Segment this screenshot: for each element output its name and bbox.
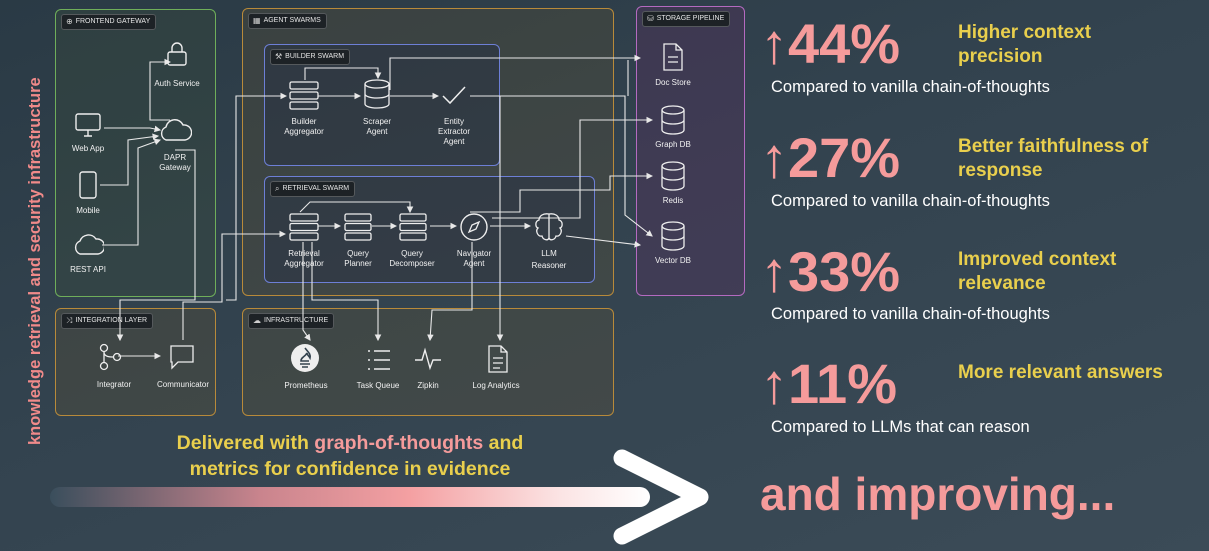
task-queue-label: Task Queue <box>356 381 400 390</box>
delivered-highlight: graph-of-thoughts <box>314 432 484 454</box>
dapr-gateway-label-1: DAPR <box>163 153 187 162</box>
mobile-label: Mobile <box>76 206 100 215</box>
graph-db-label: Graph DB <box>655 140 691 149</box>
cloud-icon: ☁ <box>253 316 261 325</box>
list-icon <box>368 350 390 370</box>
integration-layer-tag: ⤨INTEGRATION LAYER <box>61 313 154 329</box>
stack-icon <box>344 213 372 241</box>
chat-bubble-icon <box>170 345 194 370</box>
storage-pipeline-tag: ⛁STORAGE PIPELINE <box>642 11 731 27</box>
prometheus-label: Prometheus <box>284 381 328 390</box>
database-icon: ⛁ <box>647 14 654 23</box>
grid-icon: ▦ <box>253 16 261 25</box>
check-icon <box>442 86 466 105</box>
entity-extractor-label-3: Agent <box>443 137 465 146</box>
stat-headline: Improved context relevance <box>958 249 1117 294</box>
entity-extractor-label-1: Entity <box>443 117 465 126</box>
agent-swarms-tag: ▦AGENT SWARMS <box>248 13 327 29</box>
database-icon <box>661 161 685 191</box>
document-icon <box>488 345 508 373</box>
query-planner-label-2: Planner <box>344 259 372 268</box>
entity-extractor-label-2: Extractor <box>437 127 471 136</box>
web-app-label: Web App <box>71 144 105 153</box>
prometheus-icon <box>291 344 319 372</box>
rest-api-label: REST API <box>70 265 106 274</box>
stat-comparison: Compared to vanilla chain-of-thoughts <box>771 192 1050 210</box>
stat-comparison: Compared to vanilla chain-of-thoughts <box>771 305 1050 323</box>
builder-swarm-tag: ⚒BUILDER SWARM <box>270 49 351 65</box>
git-merge-icon <box>99 343 122 371</box>
query-decomposer-label-1: Query <box>401 249 423 258</box>
stack-icon <box>399 213 427 241</box>
stat-headline: More relevant answers <box>958 362 1163 383</box>
database-icon <box>364 79 390 109</box>
and-improving-text: and improving... <box>760 468 1116 520</box>
retrieval-aggregator-label-2: Aggregator <box>284 259 324 268</box>
monitor-icon <box>75 113 101 137</box>
globe-icon: ⊕ <box>66 17 73 26</box>
side-title: knowledge retrieval and security infrast… <box>26 77 44 445</box>
cloud-icon <box>74 234 104 255</box>
delivered-text-1: Delivered with <box>176 432 315 454</box>
progress-arrow <box>50 449 709 545</box>
dapr-gateway-label-2: Gateway <box>159 163 191 172</box>
stat-comparison: Compared to vanilla chain-of-thoughts <box>771 78 1050 96</box>
log-analytics-label: Log Analytics <box>472 381 520 390</box>
scraper-agent-label-1: Scraper <box>362 117 392 126</box>
integrator-label: Integrator <box>96 380 132 389</box>
cloud-icon <box>160 119 192 141</box>
stat-comparison: Compared to LLMs that can reason <box>771 418 1030 436</box>
infrastructure-tag: ☁INFRASTRUCTURE <box>248 313 335 329</box>
builder-aggregator-label-1: Builder <box>291 117 317 126</box>
stat-value: ↑44% <box>760 12 901 75</box>
brain-icon <box>535 213 563 241</box>
retrieval-aggregator-label-1: Retrieval <box>288 249 320 258</box>
navigator-agent-label-2: Agent <box>463 259 485 268</box>
auth-service-label: Auth Service <box>154 79 200 88</box>
stat-headline: Better faithfulness of response <box>958 136 1149 181</box>
query-planner-label-1: Query <box>347 249 369 258</box>
shuffle-icon: ⤨ <box>66 316 73 325</box>
retrieval-swarm-tag: ⌕RETRIEVAL SWARM <box>270 181 356 197</box>
database-icon <box>661 105 685 135</box>
vector-db-label: Vector DB <box>654 256 692 265</box>
scraper-agent-label-2: Agent <box>366 127 388 136</box>
delivered-text-2: and metrics for confidence in evidence <box>189 432 524 480</box>
stat-value: ↑11% <box>760 352 897 415</box>
lock-icon <box>167 42 187 66</box>
stat-headline: Higher context precision <box>958 22 1092 67</box>
communicator-label: Communicator <box>156 380 210 389</box>
stat-value: ↑27% <box>760 126 901 189</box>
stack-icon <box>289 213 319 241</box>
delivered-caption: Delivered with graph-of-thoughts and met… <box>150 430 550 482</box>
navigator-agent-label-1: Navigator <box>456 249 492 258</box>
search-icon: ⌕ <box>275 184 280 193</box>
stack-icon <box>289 81 319 110</box>
storage-pipeline-panel: ⛁STORAGE PIPELINE <box>636 6 745 296</box>
database-icon <box>661 221 685 251</box>
pulse-icon <box>415 347 441 371</box>
llm-reasoner-label-2: Reasoner <box>531 261 567 270</box>
query-decomposer-label-2: Decomposer <box>389 259 435 268</box>
stat-value: ↑33% <box>760 240 901 303</box>
doc-store-label: Doc Store <box>655 78 691 87</box>
compass-icon <box>460 213 488 241</box>
redis-label: Redis <box>662 196 684 205</box>
hammer-icon: ⚒ <box>275 52 283 61</box>
llm-reasoner-label-1: LLM <box>541 249 557 258</box>
frontend-gateway-tag: ⊕FRONTEND GATEWAY <box>61 14 157 30</box>
builder-aggregator-label-2: Aggregator <box>284 127 324 136</box>
zipkin-label: Zipkin <box>417 381 439 390</box>
document-icon <box>663 43 683 71</box>
mobile-icon <box>79 171 97 199</box>
